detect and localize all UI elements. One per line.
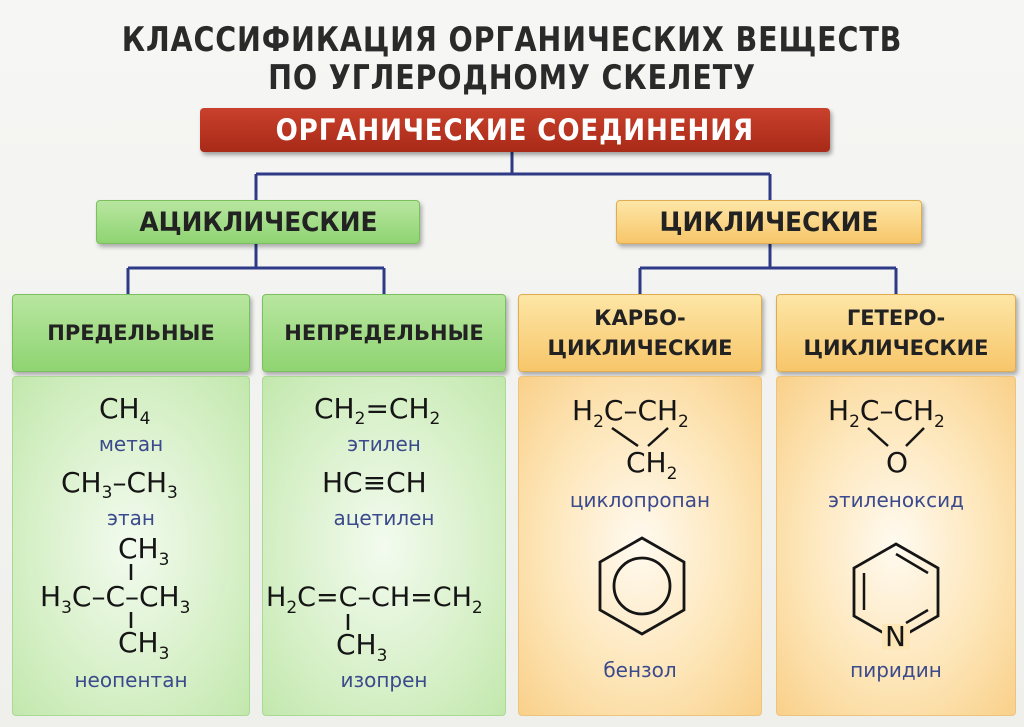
- panel-saturated-examples: [12, 376, 250, 716]
- name-methane: метан: [98, 432, 164, 456]
- box-cyclic: ЦИКЛИЧЕСКИЕ: [616, 200, 922, 244]
- box-heterocyclic: ГЕТЕРО- ЦИКЛИЧЕСКИЕ: [776, 294, 1016, 372]
- name-isoprene: изопрен: [340, 668, 428, 692]
- name-ethane: этан: [107, 506, 155, 530]
- saturated-label: ПРЕДЕЛЬНЫЕ: [47, 320, 215, 345]
- structure-benzene: [598, 536, 686, 636]
- root-box-organic-compounds: ОРГАНИЧЕСКИЕ СОЕДИНЕНИЯ: [200, 108, 830, 152]
- svg-text:H2C–CH2: H2C–CH2: [572, 394, 689, 432]
- structure-isoprene: H2C=C–CH=CH2 CH3: [266, 582, 483, 666]
- page-title-line-2: ПО УГЛЕРОДНОМУ СКЕЛЕТУ: [268, 58, 756, 98]
- panel-carbocyclic-examples: [518, 376, 762, 716]
- name-ethylene-oxide: этиленоксид: [828, 488, 964, 512]
- box-acyclic: АЦИКЛИЧЕСКИЕ: [96, 200, 420, 244]
- structure-ethylene-oxide: H2C–CH2 O: [828, 394, 945, 479]
- svg-text:CH2: CH2: [626, 446, 677, 480]
- structure-pyridine: N: [852, 542, 940, 650]
- box-carbocyclic: КАРБО- ЦИКЛИЧЕСКИЕ: [518, 294, 762, 372]
- unsaturated-label: НЕПРЕДЕЛЬНЫЕ: [284, 320, 484, 345]
- panel-heterocyclic-examples: [776, 376, 1016, 716]
- root-label: ОРГАНИЧЕСКИЕ СОЕДИНЕНИЯ: [275, 113, 755, 147]
- name-benzene: бензол: [603, 658, 677, 682]
- cyclic-label: ЦИКЛИЧЕСКИЕ: [659, 206, 879, 238]
- panel-unsaturated-examples: [262, 376, 506, 716]
- acyclic-label: АЦИКЛИЧЕСКИЕ: [138, 206, 378, 238]
- svg-text:H2C=C–CH=CH2: H2C=C–CH=CH2: [266, 582, 483, 618]
- page-title-line-1: КЛАССИФИКАЦИЯ ОРГАНИЧЕСКИХ ВЕЩЕСТВ: [121, 20, 903, 60]
- carbocyclic-label-line-2: ЦИКЛИЧЕСКИЕ: [547, 336, 733, 360]
- box-unsaturated: НЕПРЕДЕЛЬНЫЕ: [262, 294, 506, 372]
- name-ethylene: этилен: [347, 432, 421, 456]
- box-saturated: ПРЕДЕЛЬНЫЕ: [12, 294, 250, 372]
- svg-text:H2C–CH2: H2C–CH2: [828, 394, 945, 432]
- structure-neopentane: CH3 H3C–C–CH3 CH3: [40, 532, 190, 664]
- carbocyclic-label-line-1: КАРБО-: [594, 305, 686, 330]
- structure-cyclopropane: H2C–CH2 CH2: [572, 394, 689, 480]
- formula-ethylene: CH2=CH2: [314, 392, 441, 429]
- formula-ethane: CH3–CH3: [61, 466, 178, 503]
- name-pyridine: пиридин: [850, 658, 942, 682]
- svg-text:CH3: CH3: [118, 532, 169, 570]
- heterocyclic-label-line-1: ГЕТЕРО-: [846, 305, 946, 330]
- formula-acetylene: HC≡CH: [322, 466, 427, 499]
- name-neopentane: неопентан: [74, 668, 188, 692]
- formula-methane: CH4: [99, 392, 151, 429]
- svg-text:CH3: CH3: [336, 628, 387, 666]
- svg-text:CH3: CH3: [118, 626, 169, 664]
- svg-text:H3C–C–CH3: H3C–C–CH3: [40, 580, 190, 618]
- pyridine-heteroatom: N: [885, 620, 906, 650]
- svg-text:O: O: [886, 446, 908, 479]
- name-acetylene: ацетилен: [333, 506, 435, 530]
- name-cyclopropane: циклопропан: [569, 488, 711, 512]
- heterocyclic-label-line-2: ЦИКЛИЧЕСКИЕ: [803, 336, 989, 360]
